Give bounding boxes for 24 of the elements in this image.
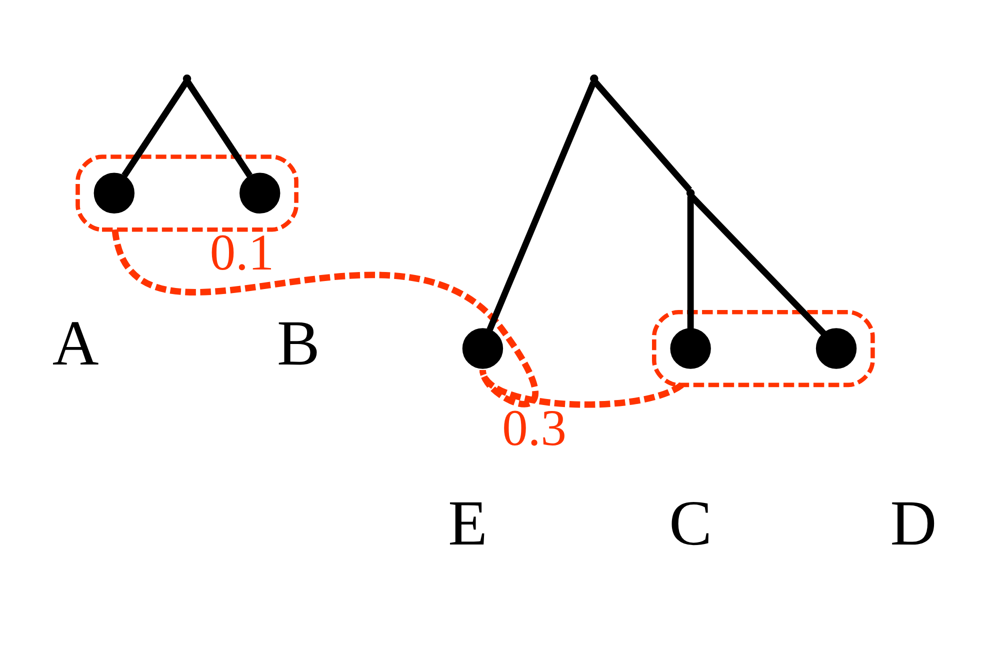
connector [111,228,538,408]
connector [184,80,252,178]
cluster [75,154,298,232]
connector [479,368,683,408]
node-label: A [52,308,98,379]
connector [686,196,694,329]
connector [592,80,692,192]
node-circle [93,172,134,214]
node-circle [815,328,856,369]
node-point [589,74,598,83]
edge-label: 0.3 [502,400,566,458]
node-label: D [890,488,936,559]
node-circle [670,328,710,369]
edge-label: 0.1 [209,224,274,282]
connector [121,80,188,178]
cluster [652,310,874,388]
connector [486,81,596,331]
node-label: E [448,488,487,559]
node-label: C [668,488,712,559]
node-label: B [276,308,320,379]
node-circle [462,328,503,369]
node-point [686,189,694,198]
node-circle [239,172,280,214]
node-point [182,74,191,83]
